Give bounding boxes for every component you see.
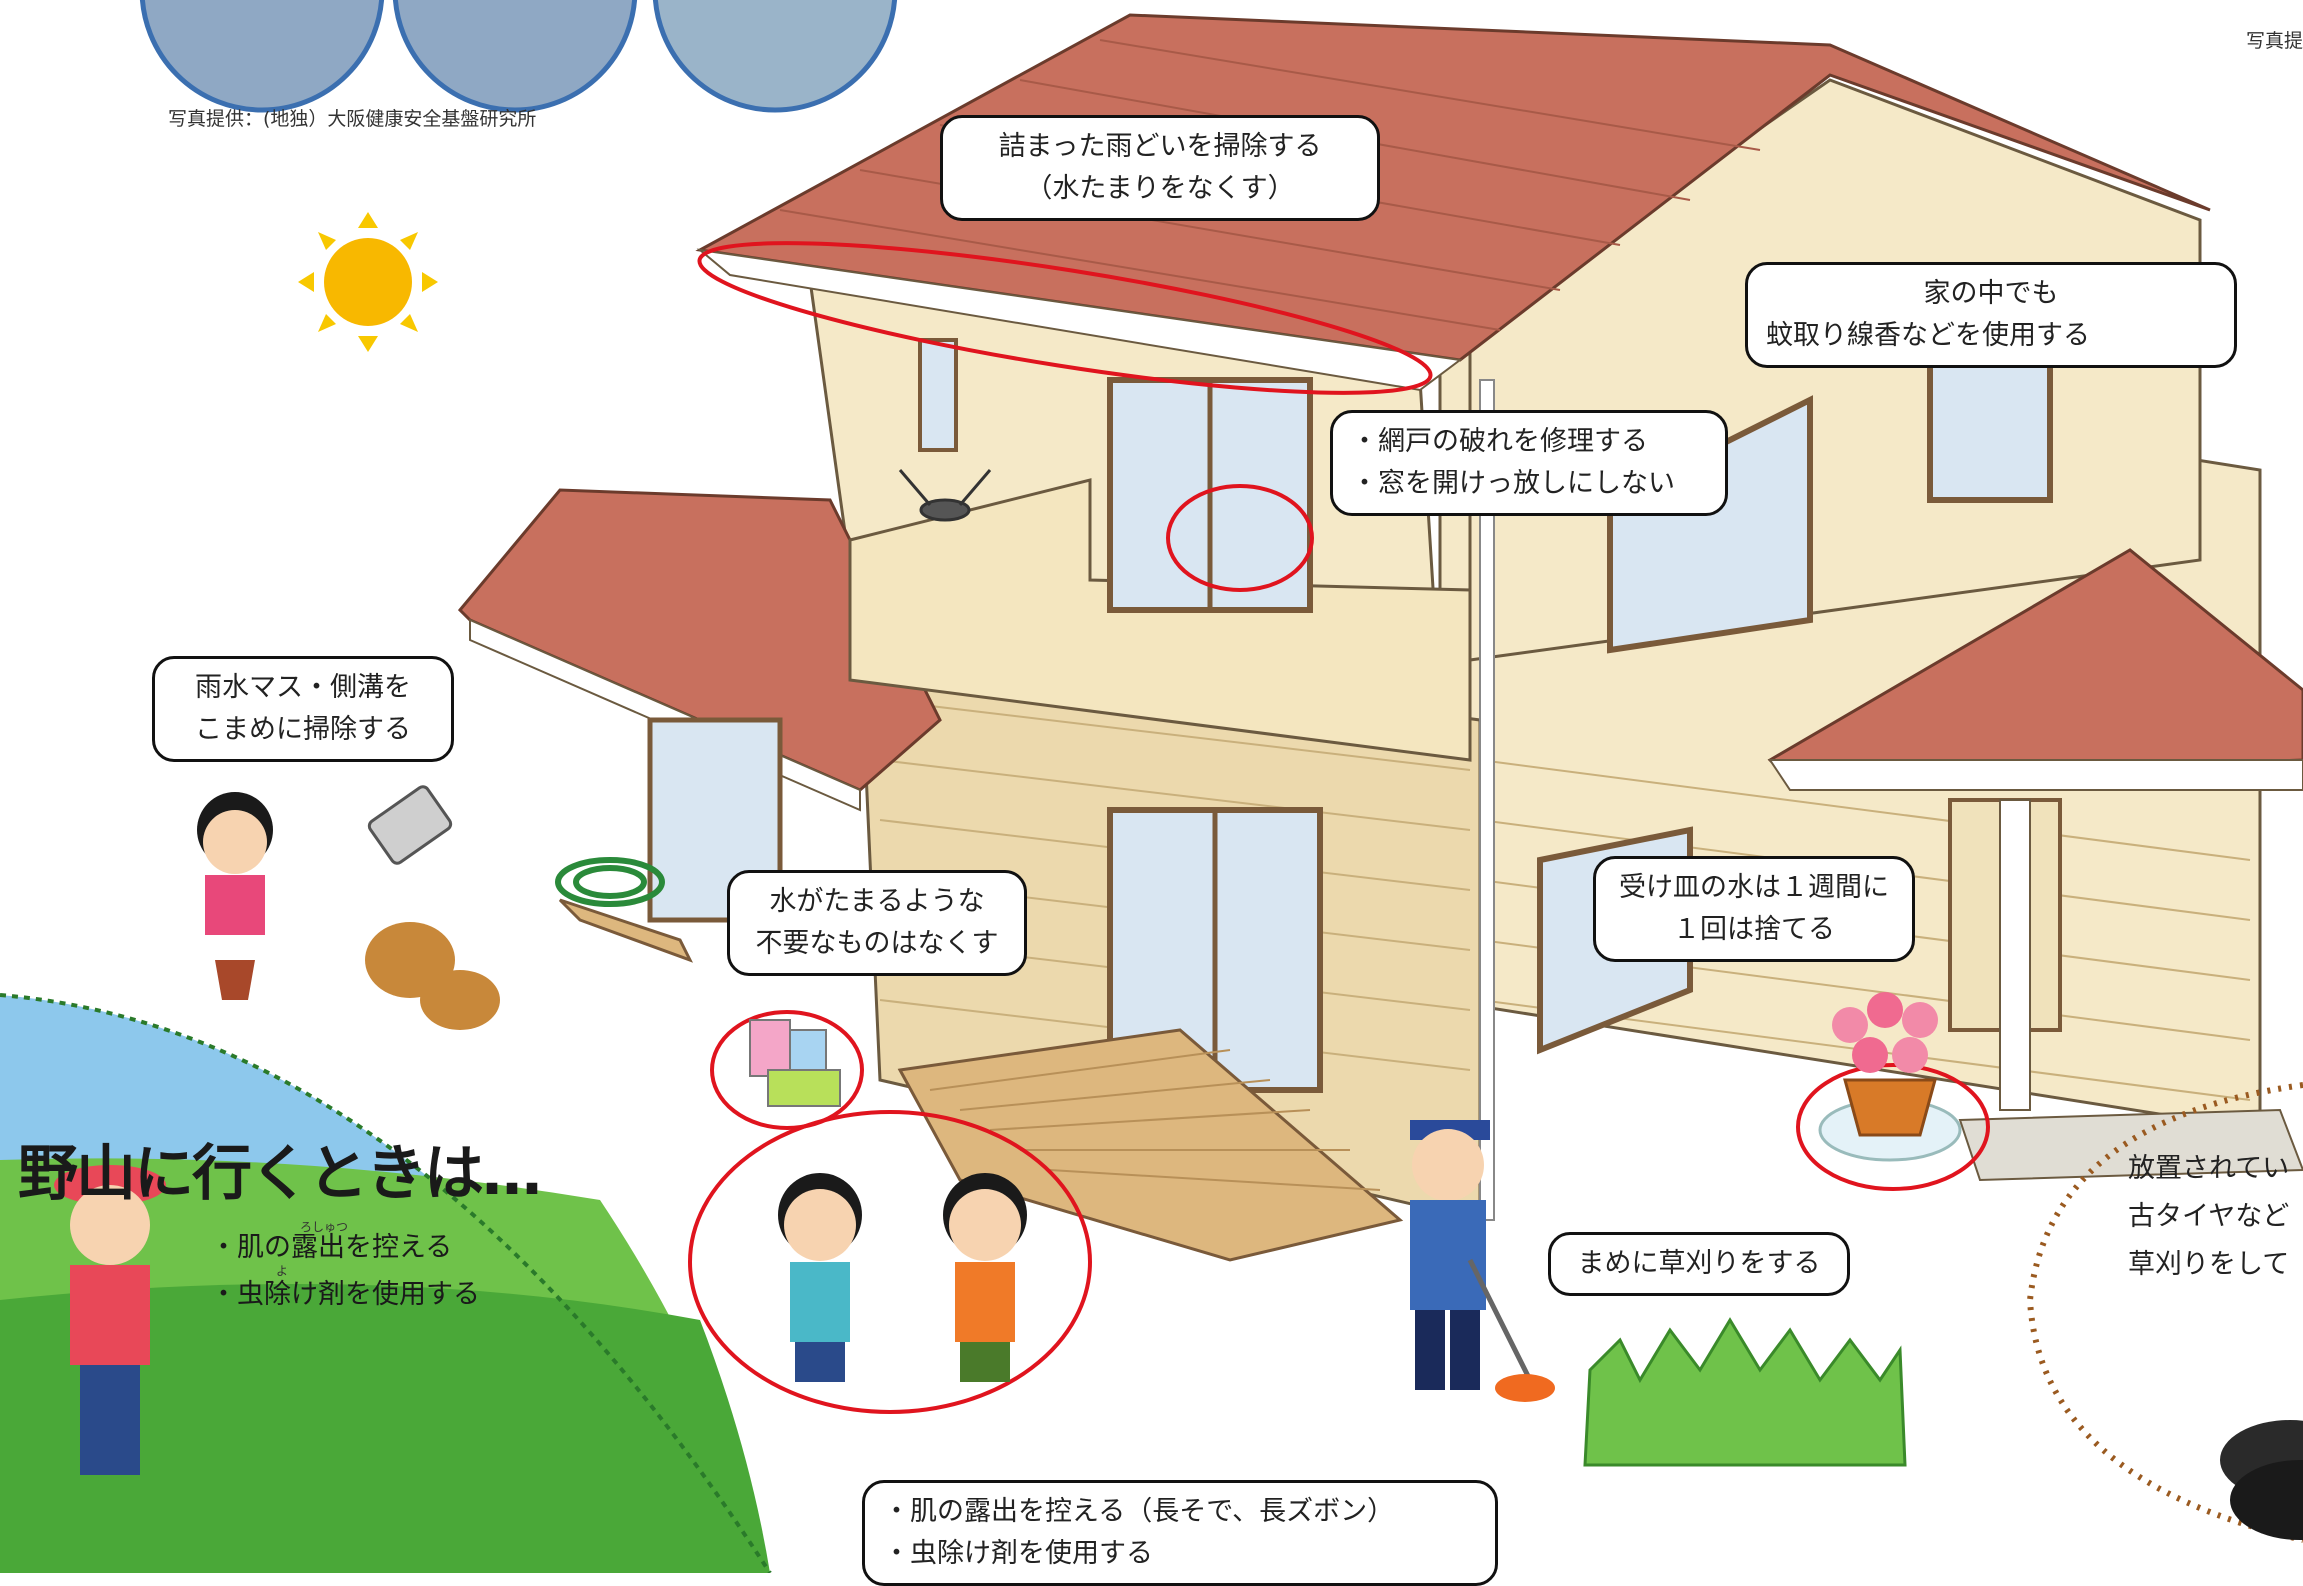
highlight-circles [688, 241, 1990, 1414]
discarded-cans-icon [749, 1019, 841, 1107]
bubble-line: 家の中でも [1923, 278, 2059, 309]
gardener-girl [197, 792, 273, 1000]
top-right-credit: 写真提 [2246, 30, 2303, 52]
old-tires-icon [2220, 1420, 2303, 1540]
mosquito-icon [898, 469, 992, 522]
bubble-line: （水たまりをなくす） [1025, 173, 1295, 204]
bubble-line: こまめに掃除する [195, 714, 411, 745]
flower-pot-icon [1818, 992, 1962, 1162]
bubble-line: まめに草刈りをする [1577, 1248, 1821, 1279]
bubble-screen: ・網戸の破れを修理する ・窓を開けっ放しにしない [1330, 410, 1728, 516]
dog [365, 922, 500, 1030]
mosquito-photo-circles [139, 0, 898, 113]
hill-title: 野山に行くときは… [18, 1139, 542, 1209]
drain-grate-icon [367, 785, 453, 865]
bubble-drain: 雨水マス・側溝を こまめに掃除する [152, 656, 454, 762]
house [457, 13, 2303, 1262]
bubble-gutter: 詰まった雨どいを掃除する （水たまりをなくす） [940, 115, 1380, 221]
bubble-clutter: 水がたまるような 不要なものはなくす [727, 870, 1027, 976]
hill-item: ・虫除け剤を使用する [210, 1279, 480, 1310]
grass-bush-icon [1583, 1317, 1907, 1467]
bubble-weeds: まめに草刈りをする [1548, 1232, 1850, 1296]
hiker-woman [54, 1165, 166, 1475]
bubble-line: 詰まった雨どいを掃除する [998, 131, 1322, 162]
bubble-indoor: 家の中でも 蚊取り線香などを使用する [1745, 262, 2237, 368]
ruby-roshutsu: ろしゅつ [300, 1220, 349, 1234]
bubble-saucer: 受け皿の水は１週間に １回は捨てる [1593, 856, 1915, 962]
sun-icon [298, 212, 438, 352]
photo-credit: 写真提供：(地独）大阪健康安全基盤研究所 [168, 108, 537, 130]
bubble-skin: ・肌の露出を控える（長そで、長ズボン） ・虫除け剤を使用する [862, 1480, 1498, 1586]
bubble-line: 不要なものはなくす [755, 928, 999, 959]
bubble-line: 受け皿の水は１週間に [1619, 872, 1889, 903]
bubble-line: 水がたまるような [769, 886, 985, 917]
bubble-line: ・窓を開けっ放しにしない [1351, 468, 1675, 499]
bubble-line: 雨水マス・側溝を [195, 672, 411, 703]
ruby-yoke: よ [276, 1264, 289, 1278]
side-note: 放置されてい 古タイヤなど 草刈りをして [2128, 1145, 2289, 1289]
bubble-line: 蚊取り線香などを使用する [1766, 320, 2090, 351]
bubble-line: ・肌の露出を控える（長そで、長ズボン） [883, 1496, 1395, 1527]
side-note-line: 古タイヤなど [2128, 1201, 2290, 1232]
bubble-line: ・虫除け剤を使用する [883, 1538, 1153, 1569]
boys-high-five [778, 1173, 1027, 1382]
bubble-line: ・網戸の破れを修理する [1351, 426, 1648, 457]
side-note-line: 放置されてい [2128, 1153, 2290, 1184]
hill-item: ・肌の露出を控える [210, 1232, 453, 1263]
bubble-line: １回は捨てる [1673, 914, 1835, 945]
man-with-trimmer [1410, 1120, 1555, 1402]
side-note-line: 草刈りをして [2128, 1249, 2290, 1280]
hill-scene [0, 993, 772, 1573]
